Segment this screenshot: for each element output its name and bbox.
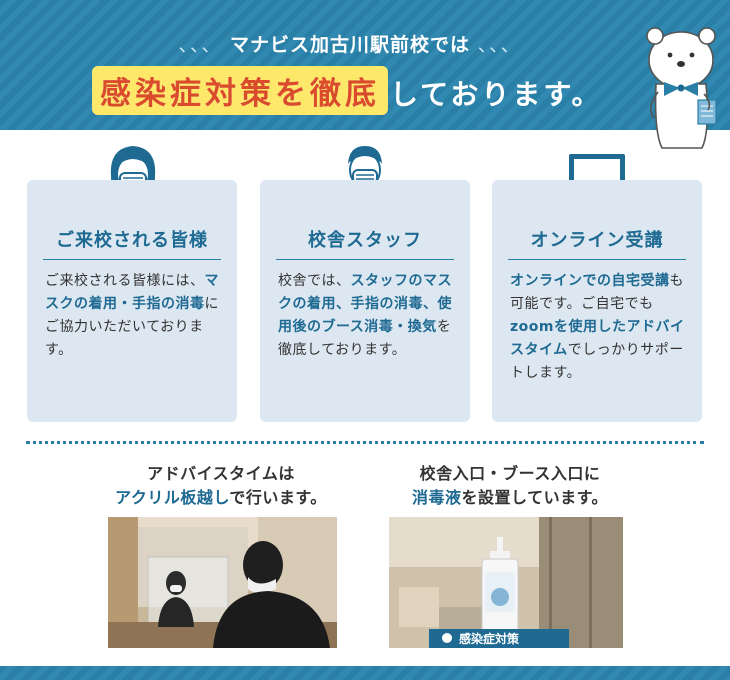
sanitizer-photo: 感染症対策 bbox=[389, 517, 623, 648]
card-text-highlight: スタッフのマスクの着用、手指の消毒、使用後のブース消毒・換気 bbox=[278, 273, 452, 335]
header-title-accent: 感染症対策を徹底 bbox=[92, 66, 388, 115]
header-subtitle: 、、、 マナビス加古川駅前校では 、、、 bbox=[0, 30, 700, 57]
subtitle-text: マナビス加古川駅前校では bbox=[229, 34, 470, 56]
subtitle-deco-right: 、、、 bbox=[477, 34, 522, 56]
photo-caption-advice: アドバイスタイムは アクリル板越しで行います。 bbox=[96, 462, 346, 510]
card-text-highlight: マスクの着用・手指の消毒 bbox=[45, 273, 219, 312]
caption-highlight: 消毒液 bbox=[412, 488, 462, 507]
card-title: オンライン受講 bbox=[530, 230, 664, 251]
card-online: オンライン受講 オンラインでの自宅受講も可能です。ご自宅でも zoomを使用したア… bbox=[492, 180, 702, 422]
card-text-highlight: zoomを使用したアドバイスタイム bbox=[510, 319, 685, 358]
card-text: ご来校される皆様には、 bbox=[45, 273, 205, 289]
photo-caption-sanitizer: 校舎入口・ブース入口に 消毒液を設置しています。 bbox=[385, 462, 635, 510]
header-title-rest: しております。 bbox=[390, 78, 603, 111]
caption-line: 消毒液を設置しています。 bbox=[385, 486, 635, 510]
caption-highlight: アクリル板越し bbox=[115, 488, 230, 507]
advice-session-photo bbox=[108, 517, 337, 648]
card-text: でしっかりサポートします。 bbox=[510, 342, 684, 381]
card-body: 校舎では、スタッフのマスクの着用、手指の消毒、使用後のブース消毒・換気を徹底して… bbox=[278, 270, 456, 362]
header-title: 感染症対策を徹底しております。 bbox=[0, 66, 730, 115]
card-body: オンラインでの自宅受講も可能です。ご自宅でも zoomを使用したアドバイスタイムで… bbox=[510, 270, 688, 385]
card-staff: 校舎スタッフ 校舎では、スタッフのマスクの着用、手指の消毒、使用後のブース消毒・… bbox=[260, 180, 470, 422]
caption-line: アクリル板越しで行います。 bbox=[96, 486, 346, 510]
caption-rest: で行います。 bbox=[229, 488, 327, 507]
card-text: にご協力いただいております。 bbox=[45, 296, 219, 358]
card-text: 校舎では、 bbox=[278, 273, 351, 289]
card-visitors: ご来校される皆様 ご来校される皆様には、マスクの着用・手指の消毒にご協力いただい… bbox=[27, 180, 237, 422]
card-divider bbox=[43, 259, 221, 260]
subtitle-deco-left: 、、、 bbox=[178, 34, 223, 56]
card-text: も可能です。ご自宅でも bbox=[510, 273, 684, 312]
card-divider bbox=[276, 259, 454, 260]
bear-mascot-icon bbox=[646, 27, 717, 149]
card-text-highlight: オンラインでの自宅受講 bbox=[510, 273, 670, 289]
caption-rest: を設置しています。 bbox=[461, 488, 608, 507]
sanitizer-sign-text: 感染症対策 bbox=[459, 631, 520, 646]
dotted-separator bbox=[26, 441, 704, 444]
card-text: を徹底しております。 bbox=[278, 319, 452, 358]
header-banner: 、、、 マナビス加古川駅前校では 、、、 感染症対策を徹底しております。 bbox=[0, 0, 730, 130]
card-divider bbox=[508, 259, 686, 260]
footer-band bbox=[0, 666, 730, 680]
card-title: 校舎スタッフ bbox=[308, 230, 422, 251]
card-title: ご来校される皆様 bbox=[56, 230, 208, 251]
card-body: ご来校される皆様には、マスクの着用・手指の消毒にご協力いただいております。 bbox=[45, 270, 223, 362]
caption-line: アドバイスタイムは bbox=[147, 464, 295, 483]
caption-line: 校舎入口・ブース入口に bbox=[419, 464, 601, 483]
